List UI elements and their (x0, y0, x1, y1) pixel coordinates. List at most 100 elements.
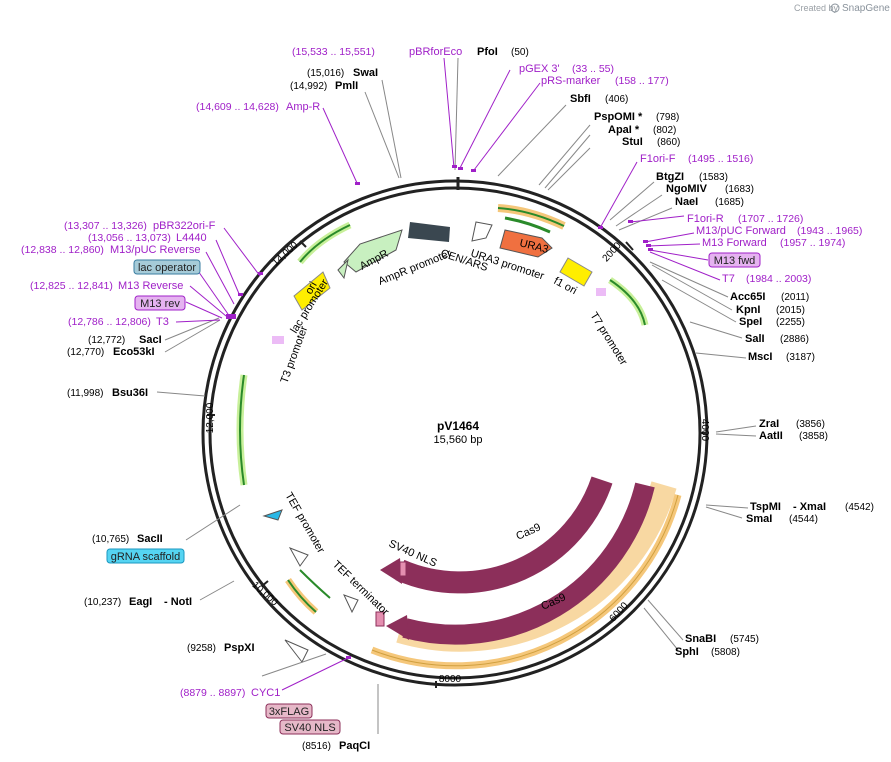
sv40-nls-mark (399, 561, 407, 577)
feature-label: ori (303, 280, 320, 297)
enzyme-position: (12,772) (88, 335, 125, 346)
green-arrow-top (504, 216, 551, 234)
badge-label: lac operator (138, 262, 196, 274)
enzyme-label: - XmaI (793, 501, 826, 513)
tef-promoter-arrow-2 (288, 547, 309, 567)
enzyme-label: PaqCI (339, 740, 370, 752)
flag-mark (375, 611, 385, 627)
snapgene-logo-icon (830, 3, 840, 13)
primer-position: (8879 .. 8897) (180, 687, 245, 699)
ampr-promoter-feature (471, 221, 493, 242)
badge-box (134, 295, 186, 311)
primer-markers (226, 165, 653, 659)
feature-badge: 3xFLAG (265, 703, 313, 719)
enzyme-label: Bsu36I (112, 387, 148, 399)
enzyme-position: (15,016) (307, 68, 344, 79)
grna-scaffold-feature (262, 509, 283, 521)
feature-label: T7 promoter (587, 310, 629, 367)
credit-prefix: Created by (794, 3, 839, 13)
primer-position: (1707 .. 1726) (738, 213, 803, 225)
scale-tick (261, 580, 269, 587)
primer-position: (1495 .. 1516) (688, 153, 753, 165)
enzyme-position: (14,992) (290, 81, 327, 92)
enzyme-label: NgoMIV (666, 183, 708, 195)
feature-label: TEF terminator (330, 559, 391, 619)
enzyme-position: (798) (656, 112, 679, 123)
green-arrow-right (609, 279, 646, 326)
enzyme-position: (4542) (845, 502, 874, 513)
enzyme-position: (10,237) (84, 597, 121, 608)
enzyme-label: PspXI (224, 642, 255, 654)
badge-label: 3xFLAG (269, 706, 309, 718)
primer-label: M13 Forward (702, 237, 767, 249)
primer-label: M13 Reverse (118, 280, 183, 292)
ampr-feature (343, 229, 403, 273)
enzyme-position: (2015) (776, 305, 805, 316)
badge-box (265, 703, 313, 719)
primer-label: T7 (722, 273, 735, 285)
enzyme-label: NaeI (675, 196, 698, 208)
primer-position: (13,056 .. 13,073) (88, 232, 171, 244)
primer-position: (12,838 .. 12,860) (21, 244, 104, 256)
primer-position: (158 .. 177) (615, 75, 669, 87)
enzyme-label: StuI (622, 136, 643, 148)
badge-label: M13 fwd (714, 255, 756, 267)
ura3-feature (499, 229, 553, 258)
enzyme-label: SacI (139, 334, 162, 346)
enzyme-label: SalI (745, 333, 765, 345)
enzyme-position: (2011) (781, 292, 809, 303)
badge-label: gRNA scaffold (111, 551, 181, 563)
lac-promoter-mark (272, 336, 284, 344)
green-halo-right (608, 277, 649, 326)
enzyme-position: (3858) (799, 431, 828, 442)
badge-label: SV40 NLS (284, 722, 335, 734)
enzyme-position: (860) (657, 137, 680, 148)
enzyme-label: BtgZI (656, 171, 684, 183)
enzyme-label: Eco53kI (113, 346, 155, 358)
plasmid-name: pV1464 (437, 419, 479, 433)
primer-label: F1ori-R (687, 213, 724, 225)
scale-tick (625, 241, 634, 251)
enzyme-label: SmaI (746, 513, 772, 525)
feature-badge: M13 fwd (708, 252, 761, 268)
scale-tick-label: 8000 (439, 674, 462, 685)
scale-tick (299, 240, 307, 248)
enzyme-label: ZraI (759, 418, 779, 430)
green-arrow-bottom (299, 569, 331, 599)
cas9-inner-arc (395, 476, 613, 594)
primer-label: L4440 (176, 232, 207, 244)
enzyme-position: (406) (605, 94, 628, 105)
f1-ori-feature (559, 257, 593, 287)
enzyme-position: (10,765) (92, 534, 129, 545)
ampr-arrowhead (337, 258, 349, 280)
primer-label: pRS-marker (541, 75, 601, 87)
primer-labels: pBRforEco(15,533 .. 15,551)pGEX 3'(33 ..… (21, 46, 862, 699)
enzyme-position: (9258) (187, 643, 216, 654)
enzyme-position: (50) (511, 47, 529, 58)
enzyme-position: (2886) (780, 334, 809, 345)
green-arrow-left (299, 224, 351, 263)
primer-position: (12,786 .. 12,806) (68, 316, 151, 328)
enzyme-position: (802) (653, 125, 676, 136)
scale-tick-label: 12,000 (205, 402, 216, 433)
enzyme-position: (4544) (789, 514, 818, 525)
enzyme-label: Acc65I (730, 291, 765, 303)
badge-box (708, 252, 761, 268)
enzyme-label: MscI (748, 351, 772, 363)
feature-badge: M13 rev (134, 295, 186, 311)
feature-badge: SV40 NLS (279, 719, 341, 735)
ura3-green-arrow (497, 207, 565, 227)
primer-position: (15,533 .. 15,551) (292, 46, 375, 58)
orange-outer-line (371, 494, 679, 667)
scale-tick-label: 4000 (699, 419, 710, 442)
green-arrow-bottom-left (287, 579, 317, 613)
enzyme-label: KpnI (736, 304, 760, 316)
primer-label: M13/pUC Forward (696, 225, 786, 237)
enzyme-labels: PfoI(50)SbfI(406)PspOMI *(798)ApaI *(802… (67, 46, 874, 752)
plasmid-size: 15,560 bp (434, 434, 483, 446)
primer-label: pBR322ori-F (153, 220, 216, 232)
enzyme-label: SphI (675, 646, 699, 658)
primer-position: (33 .. 55) (572, 63, 614, 75)
scale-tick (621, 604, 630, 613)
